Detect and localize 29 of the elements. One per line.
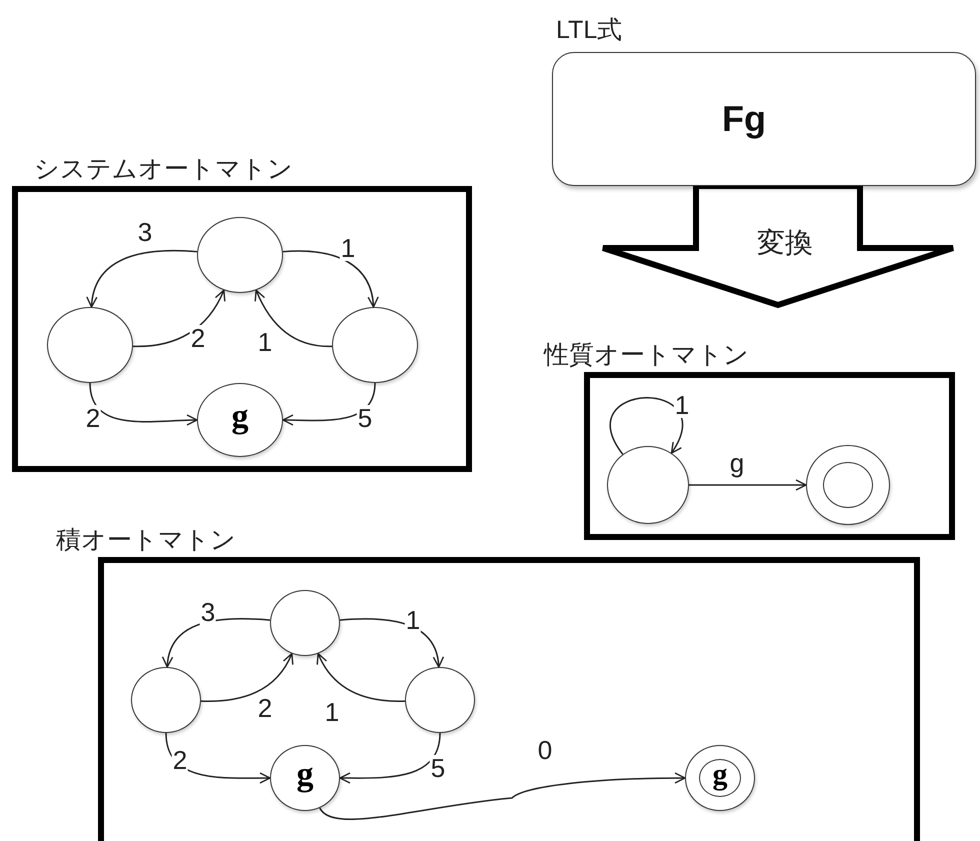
edge-label: 変換 bbox=[756, 229, 814, 257]
state-circle bbox=[405, 667, 475, 733]
transition-arrow bbox=[162, 618, 270, 668]
transition-arrow bbox=[319, 772, 686, 820]
state-circle bbox=[270, 590, 340, 656]
transition-arrow bbox=[282, 382, 376, 426]
transition-arrow bbox=[610, 397, 684, 455]
transition-arrow bbox=[132, 290, 225, 348]
transition-arrow bbox=[86, 250, 198, 308]
transition-arrow bbox=[282, 250, 378, 308]
frame-heading: システムオートマトン bbox=[34, 154, 293, 185]
state-circle bbox=[270, 745, 340, 811]
transition-arrow bbox=[317, 652, 406, 702]
state-label: g bbox=[232, 400, 248, 434]
frame-heading: 積オートマトン bbox=[56, 525, 236, 556]
formula-text: Fg bbox=[722, 98, 766, 140]
state-circle bbox=[131, 667, 201, 733]
transition-arrow bbox=[254, 290, 332, 348]
transition-arrow bbox=[200, 652, 293, 702]
frame-heading: 性質オートマトン bbox=[544, 340, 749, 371]
accept-state-circle bbox=[685, 745, 755, 811]
box-heading: LTL式 bbox=[556, 15, 622, 46]
transition-arrow bbox=[339, 732, 441, 784]
state-circle bbox=[607, 446, 689, 524]
transition-arrow bbox=[689, 479, 807, 491]
state-label: g bbox=[712, 760, 728, 790]
state-label: g bbox=[296, 758, 314, 792]
block-arrow bbox=[600, 183, 956, 308]
transition-arrow bbox=[89, 382, 198, 426]
